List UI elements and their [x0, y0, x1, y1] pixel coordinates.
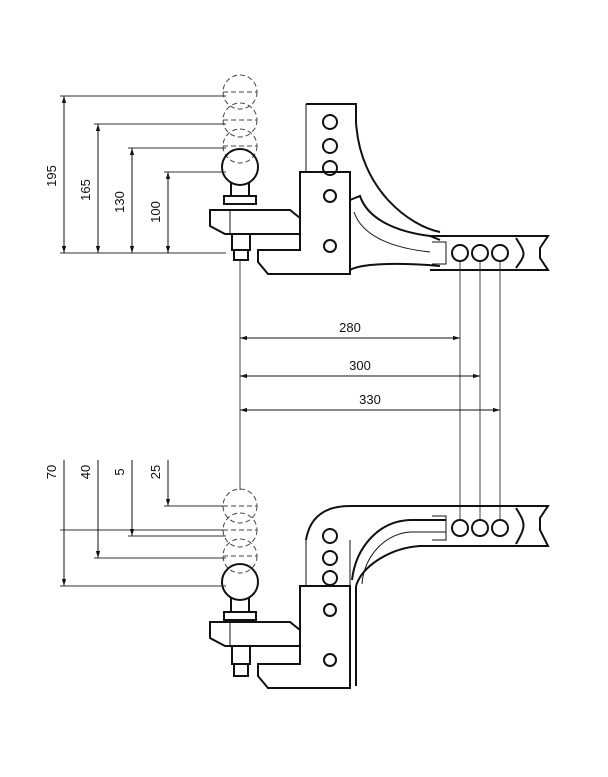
upper-hitch-view: 195 165 130 100 280 300 330 [44, 74, 550, 520]
dim-label-330: 330 [359, 392, 381, 407]
upper-ghost-ball-positions [222, 74, 258, 164]
dim-label-130: 130 [112, 191, 127, 213]
dim-label-195: 195 [44, 165, 59, 187]
dim-label-100: 100 [148, 201, 163, 223]
upper-extension-lines [60, 95, 226, 254]
dim-label-5: 5 [112, 468, 127, 475]
lower-tow-ball [221, 563, 259, 621]
lower-vertical-dimension-lines [61, 460, 171, 586]
dim-label-25: 25 [148, 465, 163, 479]
dim-label-300: 300 [349, 358, 371, 373]
dim-label-40: 40 [78, 465, 93, 479]
dim-label-70: 70 [44, 465, 59, 479]
upper-vertical-dimension-lines [61, 96, 171, 253]
upper-horizontal-dimension-lines [240, 335, 500, 413]
dim-label-165: 165 [78, 179, 93, 201]
lower-ball-mount [209, 505, 550, 689]
lower-extension-lines [60, 505, 226, 587]
lower-ghost-ball-positions [222, 488, 258, 574]
upper-tow-ball [221, 148, 259, 205]
dim-label-280: 280 [339, 320, 361, 335]
upper-ball-mount [209, 103, 550, 275]
lower-hitch-view: 70 40 5 25 [44, 440, 550, 689]
